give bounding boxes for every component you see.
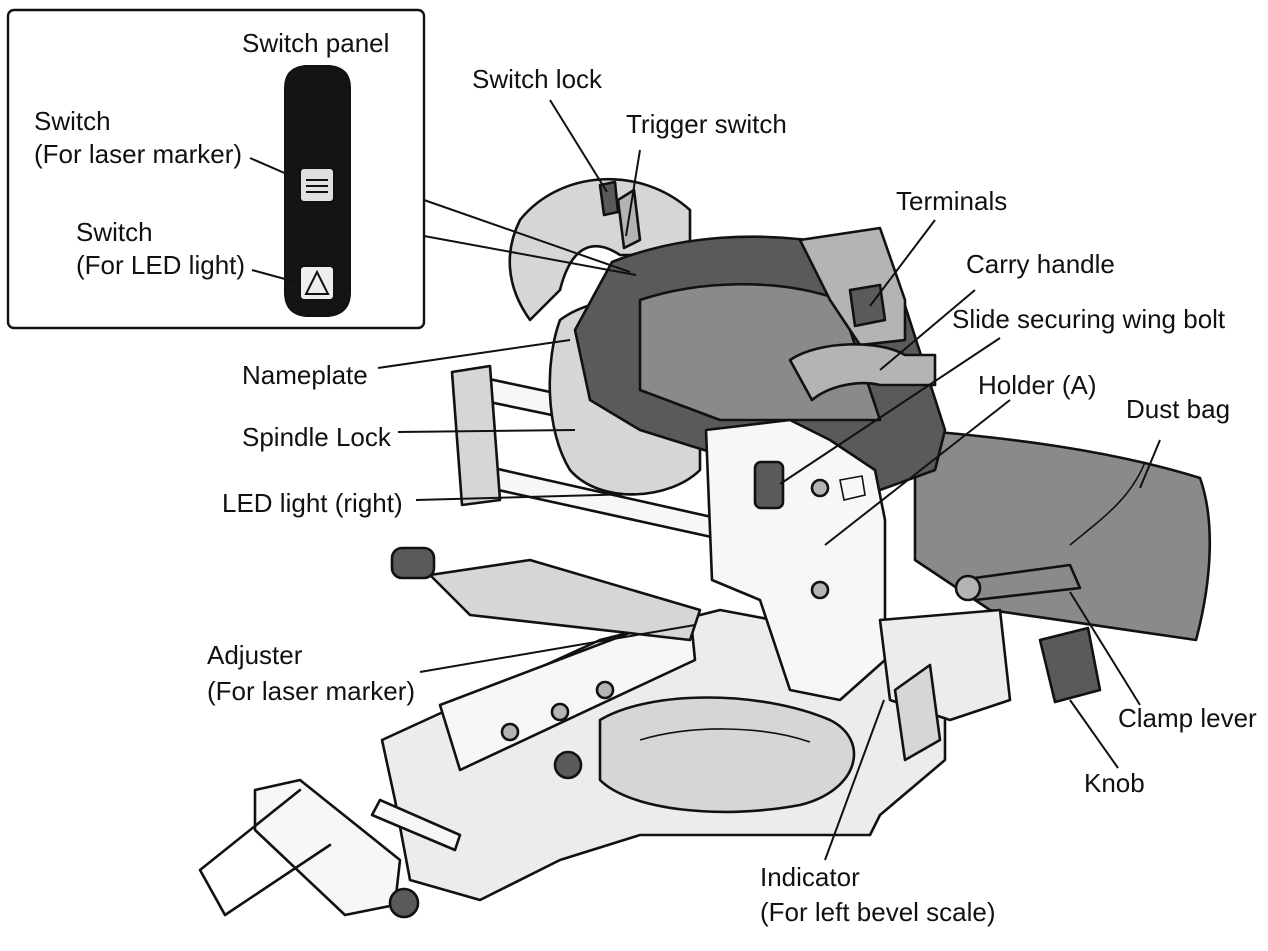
labels: Switch panel Switch (For laser marker) S…: [34, 28, 1257, 927]
front-arm: [428, 558, 702, 642]
label-switch-lock: Switch lock: [472, 64, 603, 94]
label-adjuster-line1: Adjuster: [207, 640, 303, 670]
led-light-switch-icon[interactable]: [299, 265, 335, 301]
label-switch-led-line2: (For LED light): [76, 250, 245, 280]
label-switch-led-line1: Switch: [76, 217, 153, 247]
label-led-light-right: LED light (right): [222, 488, 403, 518]
label-nameplate: Nameplate: [242, 360, 368, 390]
label-holder-a: Holder (A): [978, 370, 1096, 400]
label-terminals: Terminals: [896, 186, 1007, 216]
knob-shape: [1038, 626, 1102, 704]
label-indicator-line1: Indicator: [760, 862, 860, 892]
label-dust-bag: Dust bag: [1126, 394, 1230, 424]
laser-switch-icon[interactable]: [299, 167, 335, 203]
carry-handle-shape: [788, 343, 937, 402]
turntable: [598, 696, 856, 814]
label-spindle-lock: Spindle Lock: [242, 422, 392, 452]
label-knob: Knob: [1084, 768, 1145, 798]
bevel-scale: [893, 663, 942, 762]
miter-saw-illustration: [198, 177, 1212, 919]
label-switch-laser-line1: Switch: [34, 106, 111, 136]
label-indicator-line2: (For left bevel scale): [760, 897, 996, 927]
label-adjuster-line2: (For laser marker): [207, 676, 415, 706]
rear-handle: [508, 177, 692, 322]
label-slide-securing-wing-bolt: Slide securing wing bolt: [952, 304, 1226, 334]
dust-bag: [913, 428, 1212, 642]
label-switch-laser-line2: (For laser marker): [34, 139, 242, 169]
leader-lines: [377, 99, 1161, 861]
label-switch-panel: Switch panel: [242, 28, 389, 58]
label-carry-handle: Carry handle: [966, 249, 1115, 279]
switch-panel-inset: [6, 8, 426, 330]
label-clamp-lever: Clamp lever: [1118, 703, 1257, 733]
label-trigger-switch: Trigger switch: [626, 109, 787, 139]
